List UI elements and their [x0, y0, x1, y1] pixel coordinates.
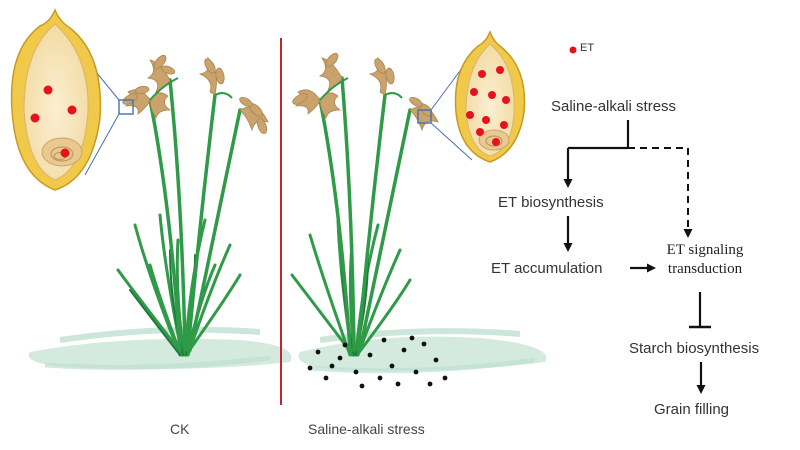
et-dot — [466, 111, 474, 119]
flow-node-filling: Grain filling — [654, 401, 730, 418]
rice-grain-stress — [454, 29, 526, 163]
et-dot — [43, 85, 53, 95]
et-dot — [60, 148, 70, 158]
et-dot — [30, 113, 40, 123]
et-dot — [478, 70, 486, 78]
et-dot — [496, 66, 504, 74]
rice-plant-ck — [116, 54, 269, 357]
legend-et-label: ET — [580, 42, 595, 54]
et-dot — [470, 88, 478, 96]
flow-node-signaling-line1: ET signaling — [666, 242, 744, 258]
panel-label-stress: Saline-alkali stress — [308, 421, 425, 437]
rice-plant-stress — [290, 52, 439, 357]
flow-node-signaling-line2: transduction — [667, 261, 743, 277]
salt-particles — [307, 335, 448, 389]
panel-label-ck: CK — [170, 421, 190, 437]
flow-node-signaling: ET signaling transduction — [645, 241, 765, 279]
et-dot — [67, 105, 77, 115]
et-dot — [492, 138, 500, 146]
flow-node-stress: Saline-alkali stress — [551, 98, 677, 115]
flow-node-starch: Starch biosynthesis — [629, 340, 760, 357]
legend-et-marker — [569, 46, 577, 54]
et-dot — [482, 116, 490, 124]
et-dot — [502, 96, 510, 104]
ground-ck — [28, 326, 292, 370]
et-dot — [500, 121, 508, 129]
et-dot — [476, 128, 484, 136]
flow-connectors — [563, 120, 711, 394]
flow-node-accumulation: ET accumulation — [491, 260, 603, 277]
et-dot — [488, 91, 496, 99]
rice-grain-ck — [10, 8, 102, 191]
flow-node-biosynthesis: ET biosynthesis — [498, 194, 604, 211]
ground-stress — [298, 328, 547, 374]
